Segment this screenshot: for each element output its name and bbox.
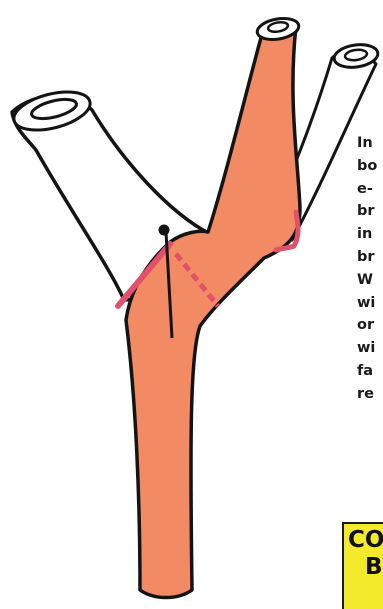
text-line: wi	[357, 292, 383, 315]
text-line: br	[357, 246, 383, 269]
suture-knot	[159, 225, 170, 236]
text-line: bo	[357, 155, 383, 178]
side-description-text: In bo e- br in br W wi or wi fa re	[357, 132, 383, 406]
text-line: br	[357, 200, 383, 223]
orange-vessel-trunk	[126, 26, 300, 598]
text-line: W	[357, 269, 383, 292]
text-line: or	[357, 314, 383, 337]
label-box-line-1: CO	[348, 526, 383, 554]
yellow-label-box: CO B	[342, 522, 383, 609]
text-line: re	[357, 383, 383, 406]
text-line: in	[357, 223, 383, 246]
text-line: e-	[357, 178, 383, 201]
label-box-line-2: B	[365, 553, 383, 581]
text-line: wi	[357, 337, 383, 360]
text-line: In	[357, 132, 383, 155]
text-line: fa	[357, 360, 383, 383]
